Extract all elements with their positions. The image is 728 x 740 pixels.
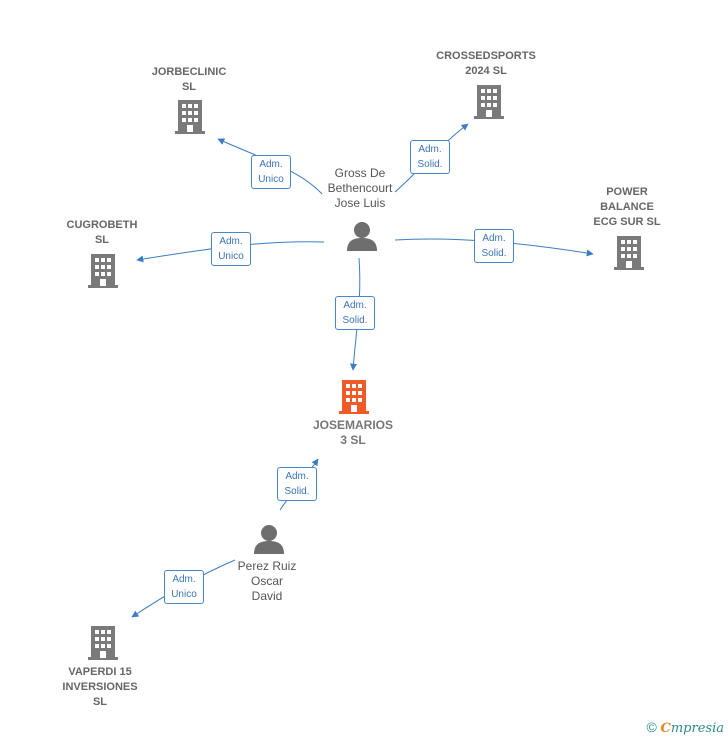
role-line-1: Adm. — [343, 300, 367, 311]
role-line-2: Solid. — [417, 159, 443, 170]
role-line-2: Unico — [258, 174, 284, 185]
role-line-2: Unico — [171, 589, 197, 600]
building-icon-crossedsports[interactable] — [474, 85, 504, 119]
person-icon-gross[interactable] — [346, 221, 378, 251]
company-label-jorbeclinic[interactable]: JORBECLINIC SL — [151, 66, 227, 93]
company-label-josemarios[interactable]: JOSEMARIOS 3 SL — [312, 418, 393, 447]
role-line-1: Adm. — [418, 144, 442, 155]
role-line-1: Adm. — [259, 159, 283, 170]
company-label-crossedsports[interactable]: CROSSEDSPORTS 2024 SL — [436, 50, 536, 77]
role-badge-josemarios-perez: Adm. Solid. — [277, 467, 317, 501]
brand-logo-letter: C — [660, 721, 671, 736]
copyright-icon: © — [646, 719, 657, 735]
building-icon-josemarios[interactable] — [339, 380, 369, 414]
company-label-power-balance[interactable]: POWER BALANCE ECG SUR SL — [593, 186, 661, 228]
role-line-1: Adm. — [219, 236, 243, 247]
role-badge-josemarios-gross: Adm. Solid. — [335, 296, 375, 330]
brand-name: mpresia — [670, 721, 724, 736]
building-icon-jorbeclinic[interactable] — [175, 100, 205, 134]
role-badge-power-balance: Adm. Solid. — [474, 229, 514, 263]
role-line-1: Adm. — [482, 233, 506, 244]
role-badge-cugrobeth: Adm. Unico — [211, 232, 251, 266]
company-label-vaperdi[interactable]: VAPERDI 15 INVERSIONES SL — [62, 666, 138, 708]
person-label-perez[interactable]: Perez Ruiz Oscar David — [237, 559, 297, 603]
role-badge-jorbeclinic: Adm. Unico — [251, 155, 291, 189]
role-badge-crossedsports: Adm. Solid. — [410, 140, 450, 174]
person-label-gross[interactable]: Gross De Bethencourt Jose Luis — [327, 166, 393, 210]
building-icon-power-balance[interactable] — [614, 236, 644, 270]
person-icon-perez[interactable] — [253, 524, 285, 554]
role-line-2: Solid. — [284, 486, 310, 497]
company-label-cugrobeth[interactable]: CUGROBETH SL — [66, 219, 138, 246]
role-line-1: Adm. — [172, 574, 196, 585]
building-icon-cugrobeth[interactable] — [88, 254, 118, 288]
role-line-2: Solid. — [342, 315, 368, 326]
footer-brand: © Cmpresia — [647, 719, 724, 736]
role-line-1: Adm. — [285, 471, 309, 482]
role-line-2: Solid. — [481, 248, 507, 259]
role-badge-vaperdi: Adm. Unico — [164, 570, 204, 604]
building-icon-vaperdi[interactable] — [88, 626, 118, 660]
role-line-2: Unico — [218, 251, 244, 262]
